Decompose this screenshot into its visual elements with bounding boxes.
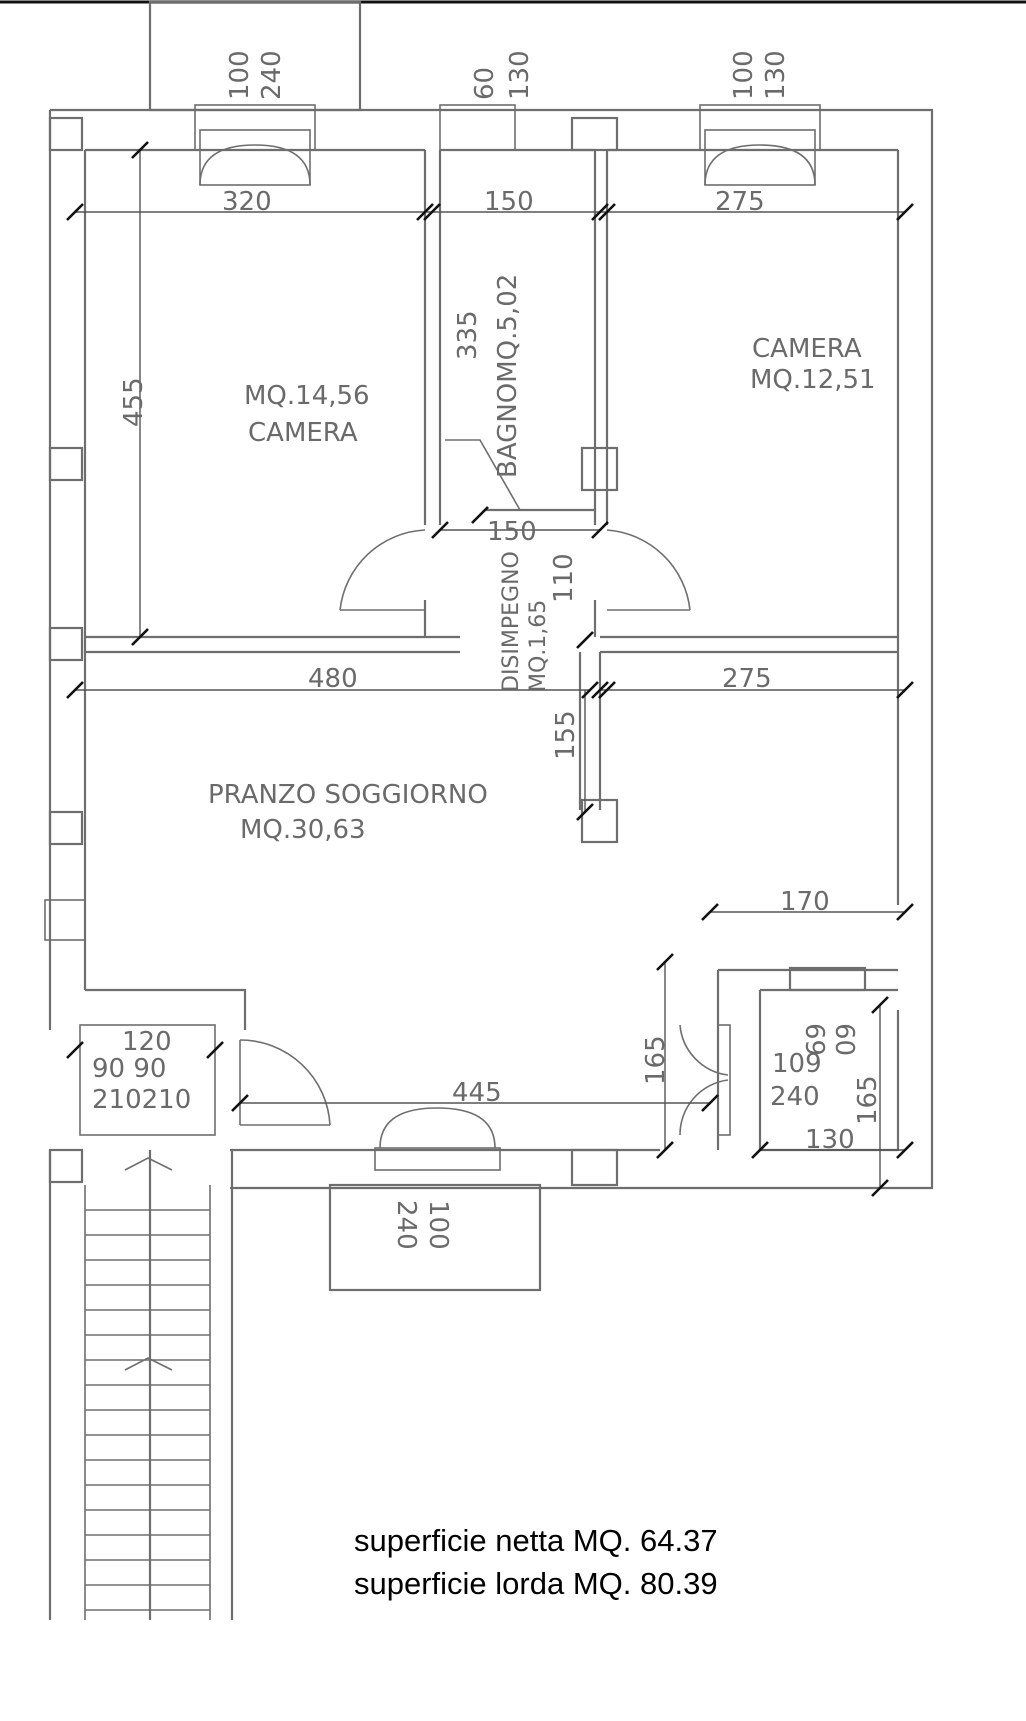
- dimension-tick: [471, 506, 489, 524]
- dimension-tick: [66, 681, 84, 699]
- bedroom-left-area: MQ.14,56: [244, 381, 370, 411]
- dim-hallway-width: 150: [487, 517, 537, 547]
- bottom-door-w: 100: [423, 1200, 453, 1250]
- dim-bathroom-height: 335: [453, 310, 483, 360]
- dimension-tick: [206, 1041, 224, 1059]
- dimension-tick: [431, 521, 449, 539]
- bedroom-right-name: CAMERA: [752, 334, 862, 364]
- dimension-tick: [576, 631, 594, 649]
- dimension-tick: [591, 521, 609, 539]
- dimension-tick: [231, 1094, 249, 1112]
- dimension-tick: [701, 903, 719, 921]
- top-right-window-h: 130: [761, 50, 791, 100]
- top-right-window-w: 100: [729, 50, 759, 100]
- dimension-tick: [751, 1141, 769, 1159]
- living-name: PRANZO SOGGIORNO: [208, 780, 488, 810]
- dimension-tick: [416, 203, 434, 221]
- dim-bedroom-left-height: 455: [119, 377, 149, 427]
- net-area-note: superficie netta MQ. 64.37: [354, 1523, 718, 1558]
- dim-wc-width: 130: [805, 1125, 855, 1155]
- wc-window-h: 240: [770, 1082, 820, 1112]
- dimension-tick: [66, 1041, 84, 1059]
- top-mid-window-h: 130: [505, 50, 535, 100]
- dim-bathroom-width: 150: [484, 187, 534, 217]
- top-left-window-w: 100: [225, 50, 255, 100]
- dimension-tick: [896, 1141, 914, 1159]
- dimension-tick: [896, 203, 914, 221]
- dim-wc-height: 165: [853, 1075, 883, 1125]
- top-left-window-h: 240: [257, 50, 287, 100]
- dimension-tick: [656, 953, 674, 971]
- dimension-lines: [75, 150, 905, 1188]
- wc-window-b: 60: [829, 1023, 859, 1056]
- dimension-tick: [701, 1094, 719, 1112]
- stair-steps: [85, 1209, 210, 1611]
- dim-living-right-width: 275: [722, 664, 772, 694]
- dimension-ticks: [66, 141, 914, 1197]
- living-area: MQ.30,63: [240, 815, 366, 845]
- dim-closet-height: 165: [641, 1035, 671, 1085]
- gross-area-note: superficie lorda MQ. 80.39: [354, 1566, 718, 1601]
- bottom-door-h: 240: [391, 1200, 421, 1250]
- dimension-tick: [423, 203, 441, 221]
- dimension-tick: [598, 681, 616, 699]
- openings: [79, 104, 821, 1292]
- bedroom-left-name: CAMERA: [248, 418, 358, 448]
- dimension-tick: [591, 681, 609, 699]
- wall-piers: [44, 116, 867, 1187]
- dim-living-bottom-width: 445: [452, 1078, 502, 1108]
- dim-hallway-height: 110: [549, 553, 579, 603]
- hallway-area: MQ.1,65: [526, 600, 551, 692]
- dim-living-niche-height: 155: [551, 710, 581, 760]
- dimension-tick: [598, 203, 616, 221]
- dimension-tick: [581, 681, 599, 699]
- entrance-width: 120: [122, 1027, 172, 1057]
- dimension-tick: [576, 803, 594, 821]
- hallway-name: DISIMPEGNO: [499, 551, 524, 692]
- interior-walls: [85, 150, 898, 1150]
- dim-living-width: 480: [308, 664, 358, 694]
- top-balcony: [148, 0, 362, 112]
- dimension-tick: [896, 681, 914, 699]
- wc-window-a: 69: [799, 1023, 829, 1056]
- stair-arrow-top: [124, 1157, 173, 1171]
- top-mid-window-w: 60: [470, 67, 500, 100]
- dimension-tick: [871, 1179, 889, 1197]
- dim-bedroom-right-width: 275: [715, 187, 765, 217]
- dimension-tick: [656, 1141, 674, 1159]
- dim-bedroom-left-width: 320: [222, 187, 272, 217]
- dimension-tick: [131, 628, 149, 646]
- dim-wc-depth: 109: [772, 1049, 822, 1079]
- entrance-heights: 210210: [92, 1085, 191, 1115]
- bedroom-right-area: MQ.12,51: [750, 365, 876, 395]
- dimension-tick: [896, 903, 914, 921]
- dimension-tick: [591, 203, 609, 221]
- dimension-tick: [871, 996, 889, 1014]
- stair-arrow-mid: [124, 1357, 173, 1371]
- entrance-leaves: 90 90: [92, 1054, 166, 1084]
- dim-closet-width: 170: [780, 887, 830, 917]
- dimension-tick: [66, 203, 84, 221]
- bathroom-label: BAGNOMQ.5,02: [493, 274, 523, 478]
- dimension-tick: [131, 141, 149, 159]
